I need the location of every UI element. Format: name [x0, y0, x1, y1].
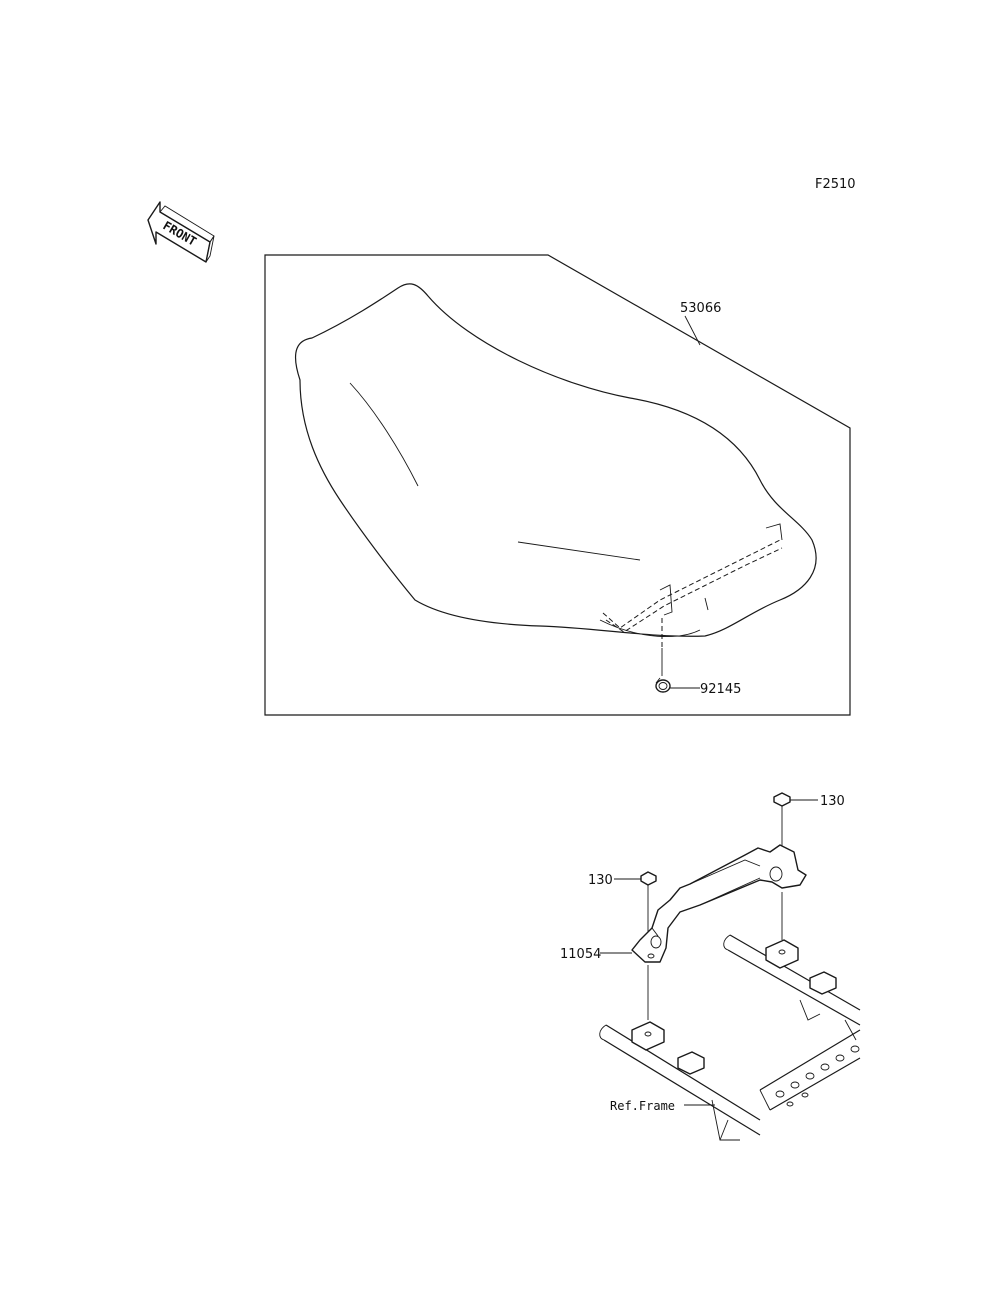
seat-part-number: 53066: [680, 301, 721, 316]
bolt-left-part-number: 130: [588, 873, 613, 888]
spring-icon: [655, 677, 671, 693]
figure-code: F2510: [815, 177, 856, 192]
bracket: [631, 844, 807, 963]
front-arrow-icon: FRONT: [147, 201, 215, 263]
frame: [599, 934, 861, 1141]
seat-leader-line: [684, 315, 701, 346]
seat-assembly-frame: [264, 254, 851, 716]
frame-reference-label: Ref.Frame: [610, 1099, 675, 1113]
bolt-left-icon: [640, 871, 657, 900]
bolt-right-icon: [773, 792, 791, 820]
bolt-right-part-number: 130: [820, 794, 845, 809]
bracket-part-number: 11054: [560, 947, 601, 962]
spring-part-number: 92145: [700, 682, 741, 697]
seat: [295, 283, 817, 637]
